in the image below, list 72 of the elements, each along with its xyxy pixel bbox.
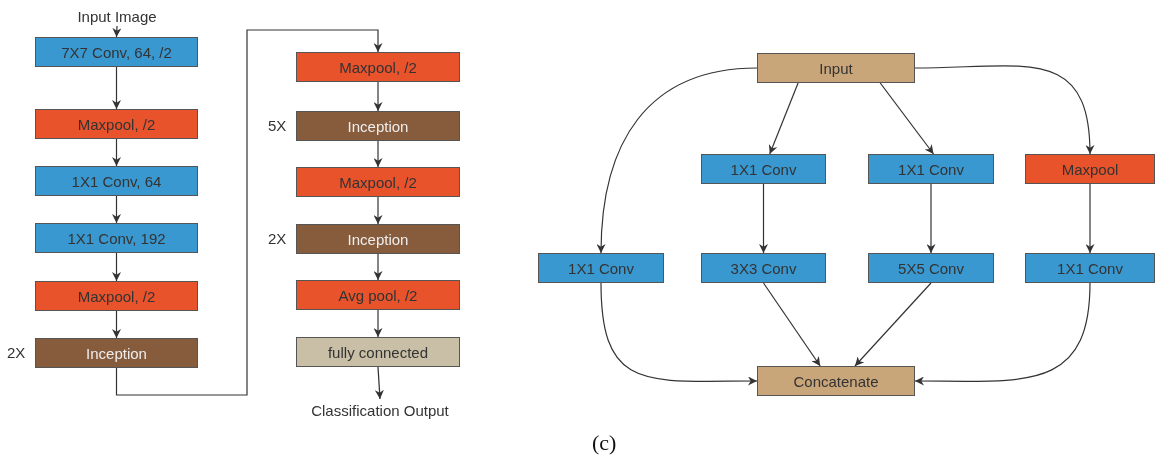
layer-box — [296, 337, 460, 367]
layer-label: Concatenate — [793, 372, 879, 390]
layer-label: Inception — [347, 230, 409, 248]
layer-box — [757, 53, 915, 83]
layer-box — [1025, 154, 1155, 184]
layer-box — [296, 167, 460, 197]
layer-label: 1X1 Conv — [568, 259, 634, 277]
layer-label: 1X1 Conv — [898, 160, 964, 178]
layer-box — [35, 223, 198, 253]
layer-box — [296, 224, 460, 254]
repeat-count: 2X — [268, 230, 287, 247]
layer-box — [35, 37, 198, 67]
layer-box — [296, 111, 460, 141]
caption: (c) — [592, 430, 617, 456]
layer-label: Inception — [347, 117, 409, 135]
io-label: Input Image — [65, 6, 169, 26]
layer-box — [868, 154, 994, 184]
arrow — [914, 282, 1091, 386]
repeat-count: 2X — [7, 344, 26, 361]
layer-label: 1X1 Conv — [730, 160, 797, 178]
layer-label: Maxpool, /2 — [339, 173, 417, 191]
layer-label: 1X1 Conv, 192 — [67, 229, 166, 247]
arrow — [112, 310, 121, 339]
layer-box — [35, 338, 198, 368]
layer-box — [701, 253, 826, 283]
layer-label: fully connected — [327, 343, 429, 361]
layer-label: Input — [819, 59, 853, 77]
arrow — [112, 25, 122, 38]
arrow — [115, 29, 383, 396]
layer-box — [701, 154, 826, 184]
arrow — [373, 253, 383, 281]
layer-label: 7X7 Conv, 64, /2 — [61, 43, 172, 61]
layer-box — [1025, 253, 1155, 283]
arrow — [374, 366, 384, 400]
arrow — [373, 81, 383, 112]
arrow — [373, 196, 383, 225]
arrow — [112, 138, 121, 167]
layer-box — [868, 253, 994, 283]
arrow — [914, 65, 1094, 155]
repeat-count: 5X — [268, 117, 287, 134]
layer-box — [35, 281, 198, 311]
arrow — [762, 282, 821, 367]
layer-label: Maxpool, /2 — [77, 115, 156, 133]
io-label: Classification Output — [292, 399, 468, 421]
arrow — [373, 309, 383, 338]
layer-box — [296, 52, 460, 82]
layer-box — [296, 280, 460, 310]
arrow — [600, 282, 758, 386]
arrow — [854, 282, 932, 367]
arrow — [112, 195, 121, 224]
arrow — [926, 183, 936, 254]
layer-label: Maxpool — [1061, 160, 1119, 178]
arrow — [373, 140, 383, 168]
arrow — [596, 67, 758, 254]
arrow — [112, 252, 121, 282]
layer-label: 1X1 Conv — [1057, 259, 1123, 277]
layer-label: Inception — [86, 344, 147, 362]
arrow — [879, 82, 935, 155]
layer-box — [35, 166, 198, 196]
layer-box — [35, 109, 198, 139]
layer-box — [757, 366, 915, 396]
arrow — [1085, 183, 1095, 254]
arrow — [768, 82, 799, 155]
layer-label: Avg pool, /2 — [338, 286, 418, 304]
layer-label: 3X3 Conv — [730, 259, 797, 277]
layer-label: Maxpool, /2 — [339, 58, 417, 76]
layer-label: 1X1 Conv, 64 — [71, 172, 162, 190]
arrow — [759, 183, 768, 254]
layer-label: Maxpool, /2 — [77, 287, 156, 305]
arrow — [112, 66, 121, 110]
layer-label: 5X5 Conv — [898, 259, 964, 277]
layer-box — [538, 253, 664, 283]
